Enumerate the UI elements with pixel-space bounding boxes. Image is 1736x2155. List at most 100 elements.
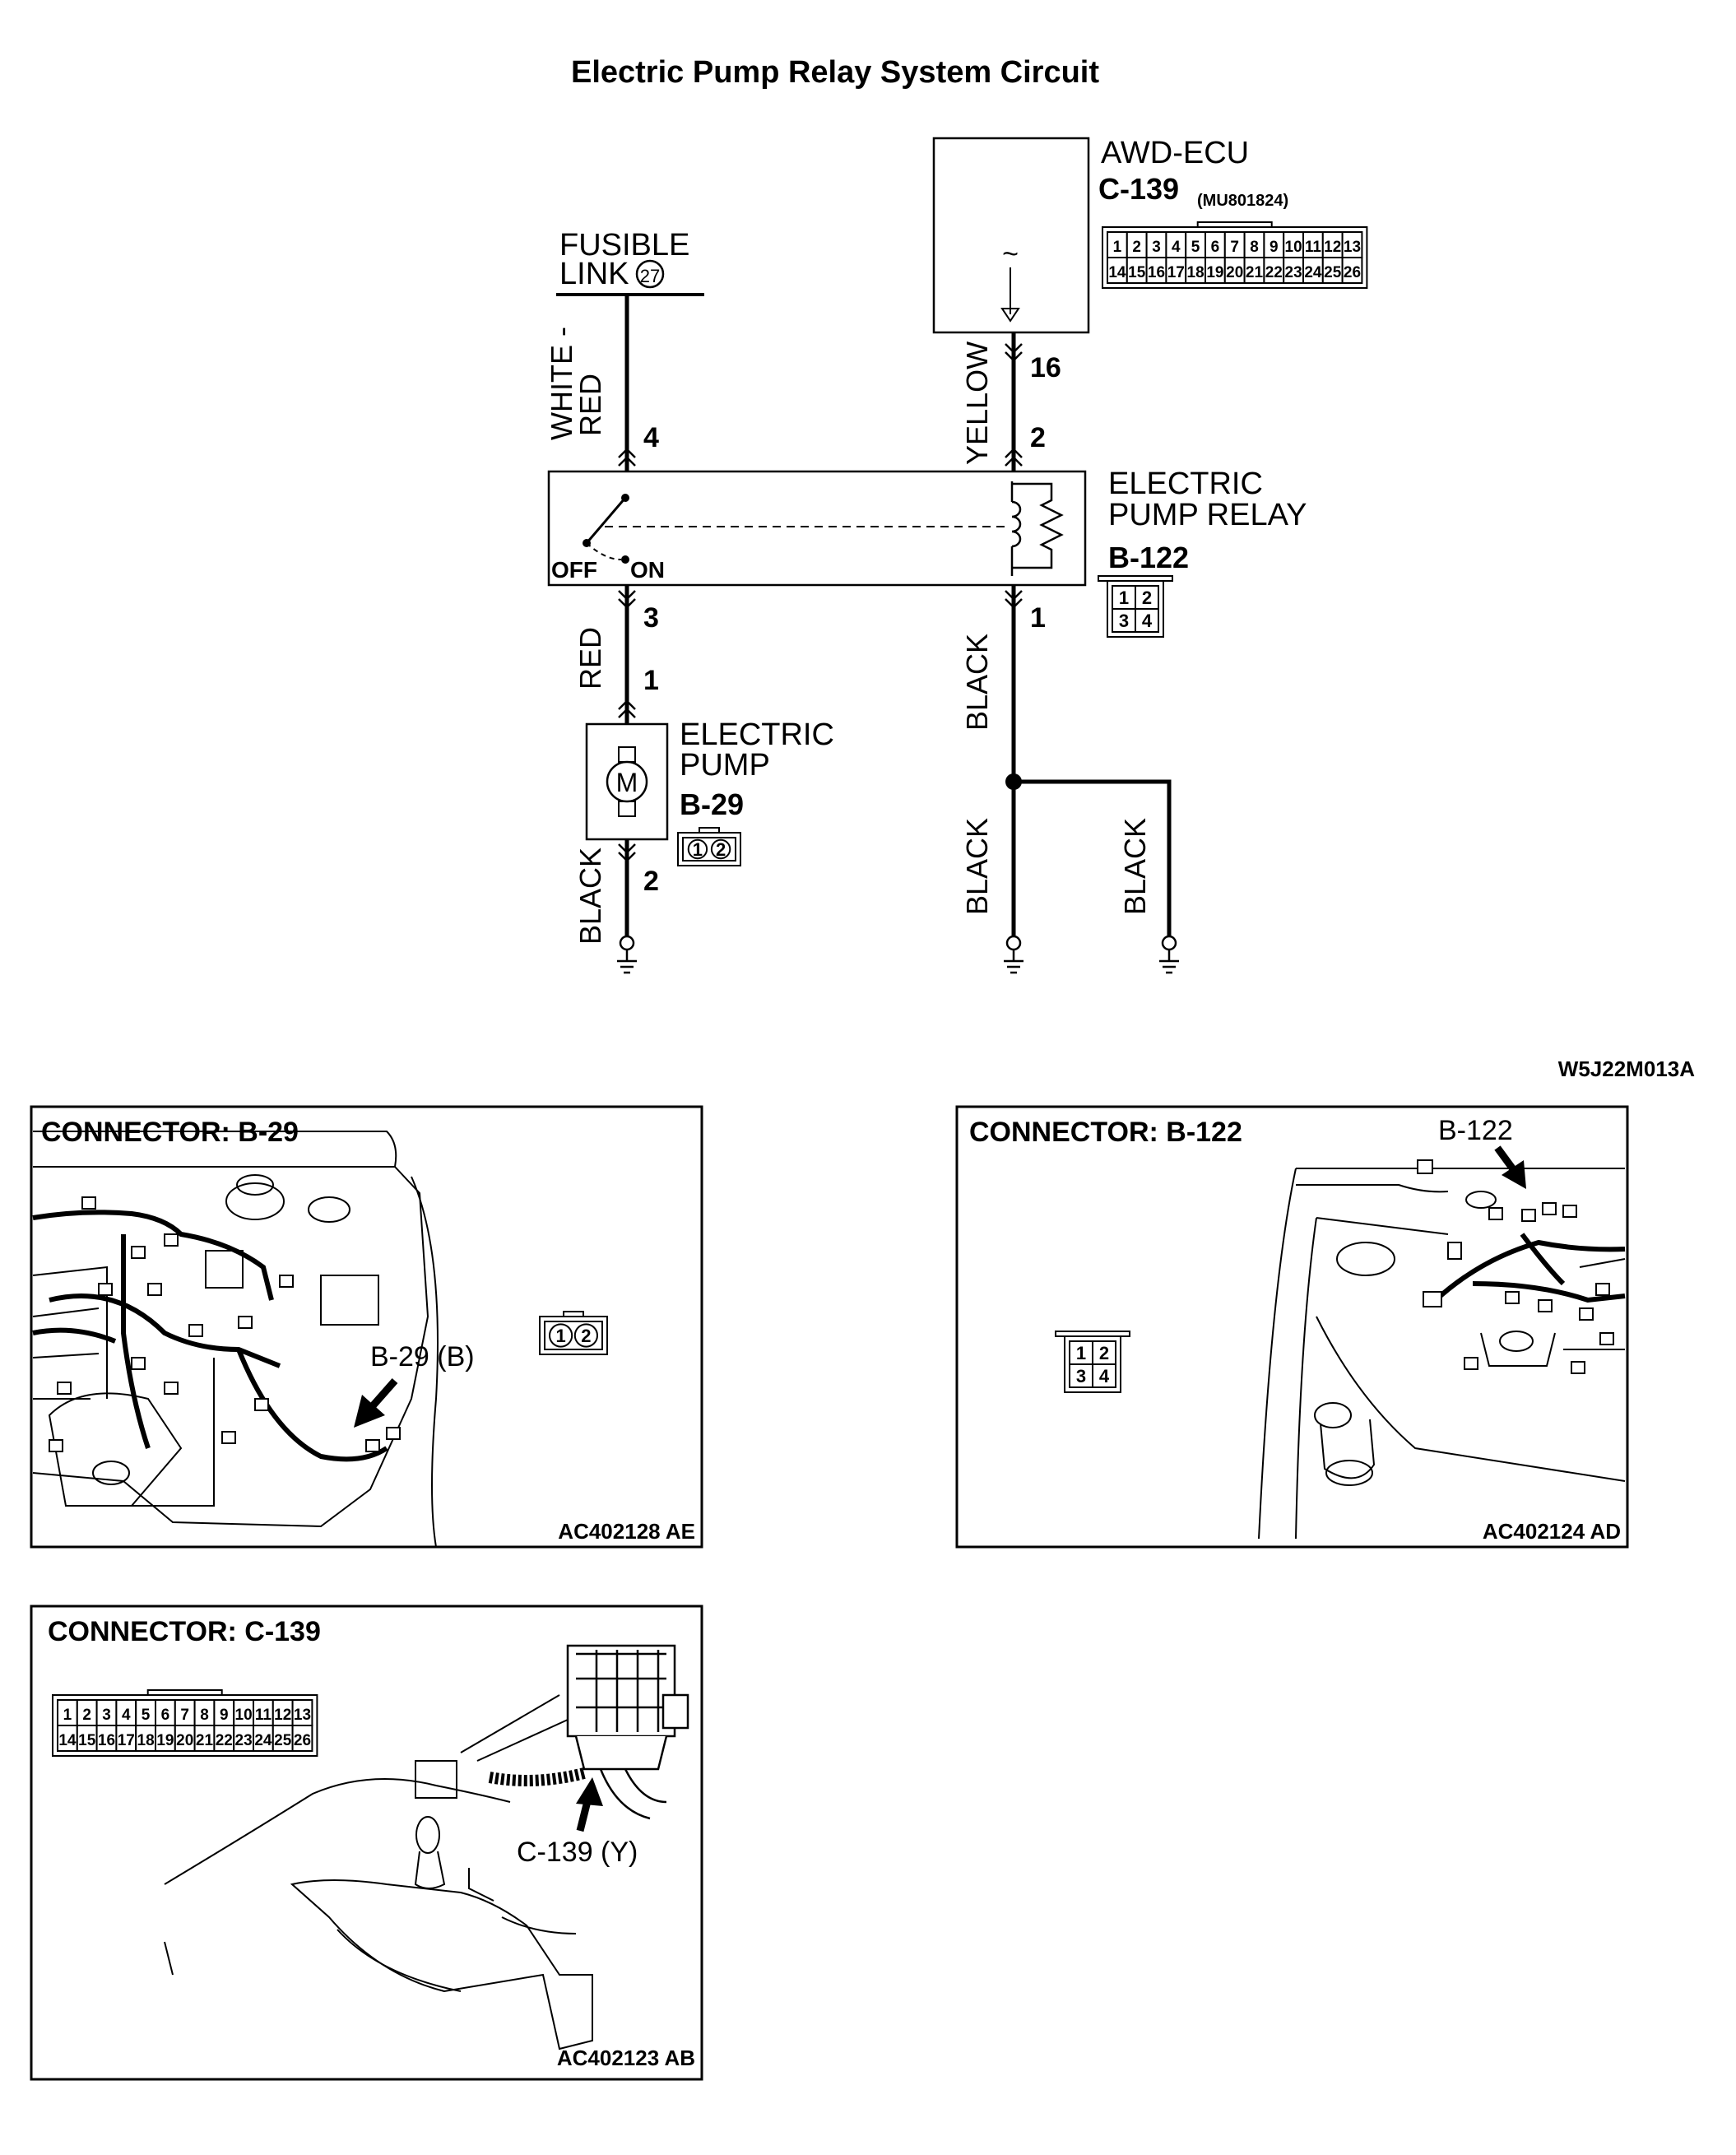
pump-motor-bottom-brush (618, 801, 636, 817)
connector-pin-cell (1135, 585, 1159, 610)
connector-pin-number: 14 (1108, 264, 1126, 281)
connector-pin-cell (1341, 257, 1363, 284)
connector-pin-cell (1069, 1363, 1093, 1388)
connector-pin-number: 20 (176, 1732, 193, 1749)
wiring (624, 295, 1172, 938)
panel-connector-b122: CONNECTOR: B-122 (955, 1105, 1629, 1549)
pin-ecu-16: 16 (1030, 352, 1061, 383)
relay-label-1: ELECTRIC (1108, 467, 1263, 501)
relay-coil (1011, 500, 1022, 548)
wire-black-branch (1014, 779, 1172, 938)
connector-lock-tab (1055, 1331, 1130, 1337)
connector-pin-number: 3 (1119, 611, 1129, 631)
relay-label-2: PUMP RELAY (1108, 498, 1307, 532)
connector-pin-number: 5 (1191, 239, 1200, 256)
fusible-link: FUSIBLE LINK 27 (556, 228, 704, 296)
connector-pin-number: 2 (581, 1326, 591, 1346)
ground-terminal (1161, 935, 1177, 951)
fusible-link-label-1: FUSIBLE (559, 228, 689, 262)
b122-callout: B-122 (1438, 1115, 1513, 1146)
panel-b122-frame (955, 1105, 1629, 1549)
connector-pin-number: 5 (142, 1707, 151, 1724)
panel-b122-title: CONNECTOR: B-122 (969, 1117, 1242, 1148)
pin-relay-2: 2 (1030, 422, 1046, 453)
connector-pin-number: 4 (1099, 1366, 1110, 1386)
connector-pin-number: 26 (294, 1732, 311, 1749)
ground-symbols (617, 935, 1179, 974)
wire-label-black-pump: BLACK (573, 848, 607, 945)
connector-pin-number: 22 (1265, 264, 1283, 281)
connector-pin-number: 1 (693, 839, 703, 860)
connector-pin-number: 2 (1099, 1343, 1109, 1363)
relay-box (547, 470, 1087, 587)
connector-pin-number: 11 (1305, 239, 1322, 256)
connector-pin-number: 4 (1142, 611, 1153, 631)
fusible-link-number: 27 (640, 266, 660, 286)
connector-pin-number: 7 (180, 1707, 189, 1724)
connector-pin-number: 17 (1167, 264, 1185, 281)
connector-pin-number: 25 (274, 1732, 292, 1749)
connector-pin-circle (687, 838, 708, 860)
connector-pin-number: 1 (1119, 588, 1129, 608)
connector-lock-tab (563, 1311, 584, 1317)
connector-pin-number: 23 (1285, 264, 1302, 281)
pin-relay-1: 1 (1030, 602, 1046, 634)
connector-pin-number: 16 (1148, 264, 1165, 281)
connector-pin-number: 2 (1132, 239, 1141, 256)
connector-pin-number: 17 (118, 1732, 135, 1749)
connector-pin-number: 24 (1304, 264, 1322, 281)
connector-pin-number: 13 (1344, 239, 1361, 256)
relay-connector: B-122 (1108, 541, 1189, 574)
connector-pin-cell (1112, 608, 1136, 633)
relay-on-label: ON (630, 557, 665, 583)
connector-pin-number: 14 (58, 1732, 77, 1749)
connector-pin-number: 4 (1172, 239, 1181, 256)
b122-engine-bay-illustration (1258, 1168, 1626, 1540)
connector-pin-number: 1 (63, 1707, 72, 1724)
c139-callout: C-139 (Y) (517, 1837, 638, 1868)
connector-pin-number: 11 (255, 1707, 272, 1724)
c139-connector-illustration (566, 1644, 689, 1820)
connector-pin-number: 10 (235, 1707, 253, 1724)
b122-connectors-illustration (1417, 1159, 1614, 1374)
b29-callout-arrow-line (367, 1378, 398, 1411)
connector-pin-number: 9 (1270, 239, 1279, 256)
connector-pin-number: 10 (1285, 239, 1302, 256)
relay-on-path (586, 542, 622, 560)
connector-pin-number: 1 (555, 1326, 565, 1346)
wire-label-black-ground: BLACK (960, 818, 994, 915)
connector-pin-number: 12 (274, 1707, 291, 1724)
fusible-link-number-circle (635, 259, 665, 289)
connector-pin-number: 15 (1128, 264, 1146, 281)
wire-label-red: RED (573, 627, 607, 690)
connector-pin-number: 20 (1226, 264, 1243, 281)
connector-pin-cell (291, 1725, 313, 1752)
pin-pump-1: 1 (643, 665, 659, 696)
connector-pin-number: 1 (1113, 239, 1122, 256)
connector-chevrons (618, 343, 1023, 862)
wire-label-white: WHITE - (545, 327, 578, 440)
connector-pin-circle (710, 838, 731, 860)
connector-pin-number: 3 (102, 1707, 111, 1724)
b29-callout-arrow-head (354, 1395, 385, 1428)
relay-on-contact (621, 555, 629, 564)
connector-pin-number: 8 (200, 1707, 209, 1724)
connector-pin-number: 9 (220, 1707, 229, 1724)
connector-pin-number: 18 (137, 1732, 155, 1749)
b122-callout-arrow-head (1502, 1160, 1526, 1189)
panel-b29-code: AC402128 AE (558, 1519, 695, 1544)
connector-pin-number: 2 (1142, 588, 1152, 608)
connector-pin-number: 12 (1324, 239, 1341, 256)
connector-pin-number: 3 (1076, 1366, 1086, 1386)
wire-splice-point (1005, 773, 1022, 790)
wire-label-red-2: RED (573, 374, 607, 436)
pump-connector: B-29 (680, 787, 744, 821)
panel-b122-code: AC402124 AD (1483, 1519, 1621, 1544)
connector-pin-circle (573, 1323, 599, 1348)
